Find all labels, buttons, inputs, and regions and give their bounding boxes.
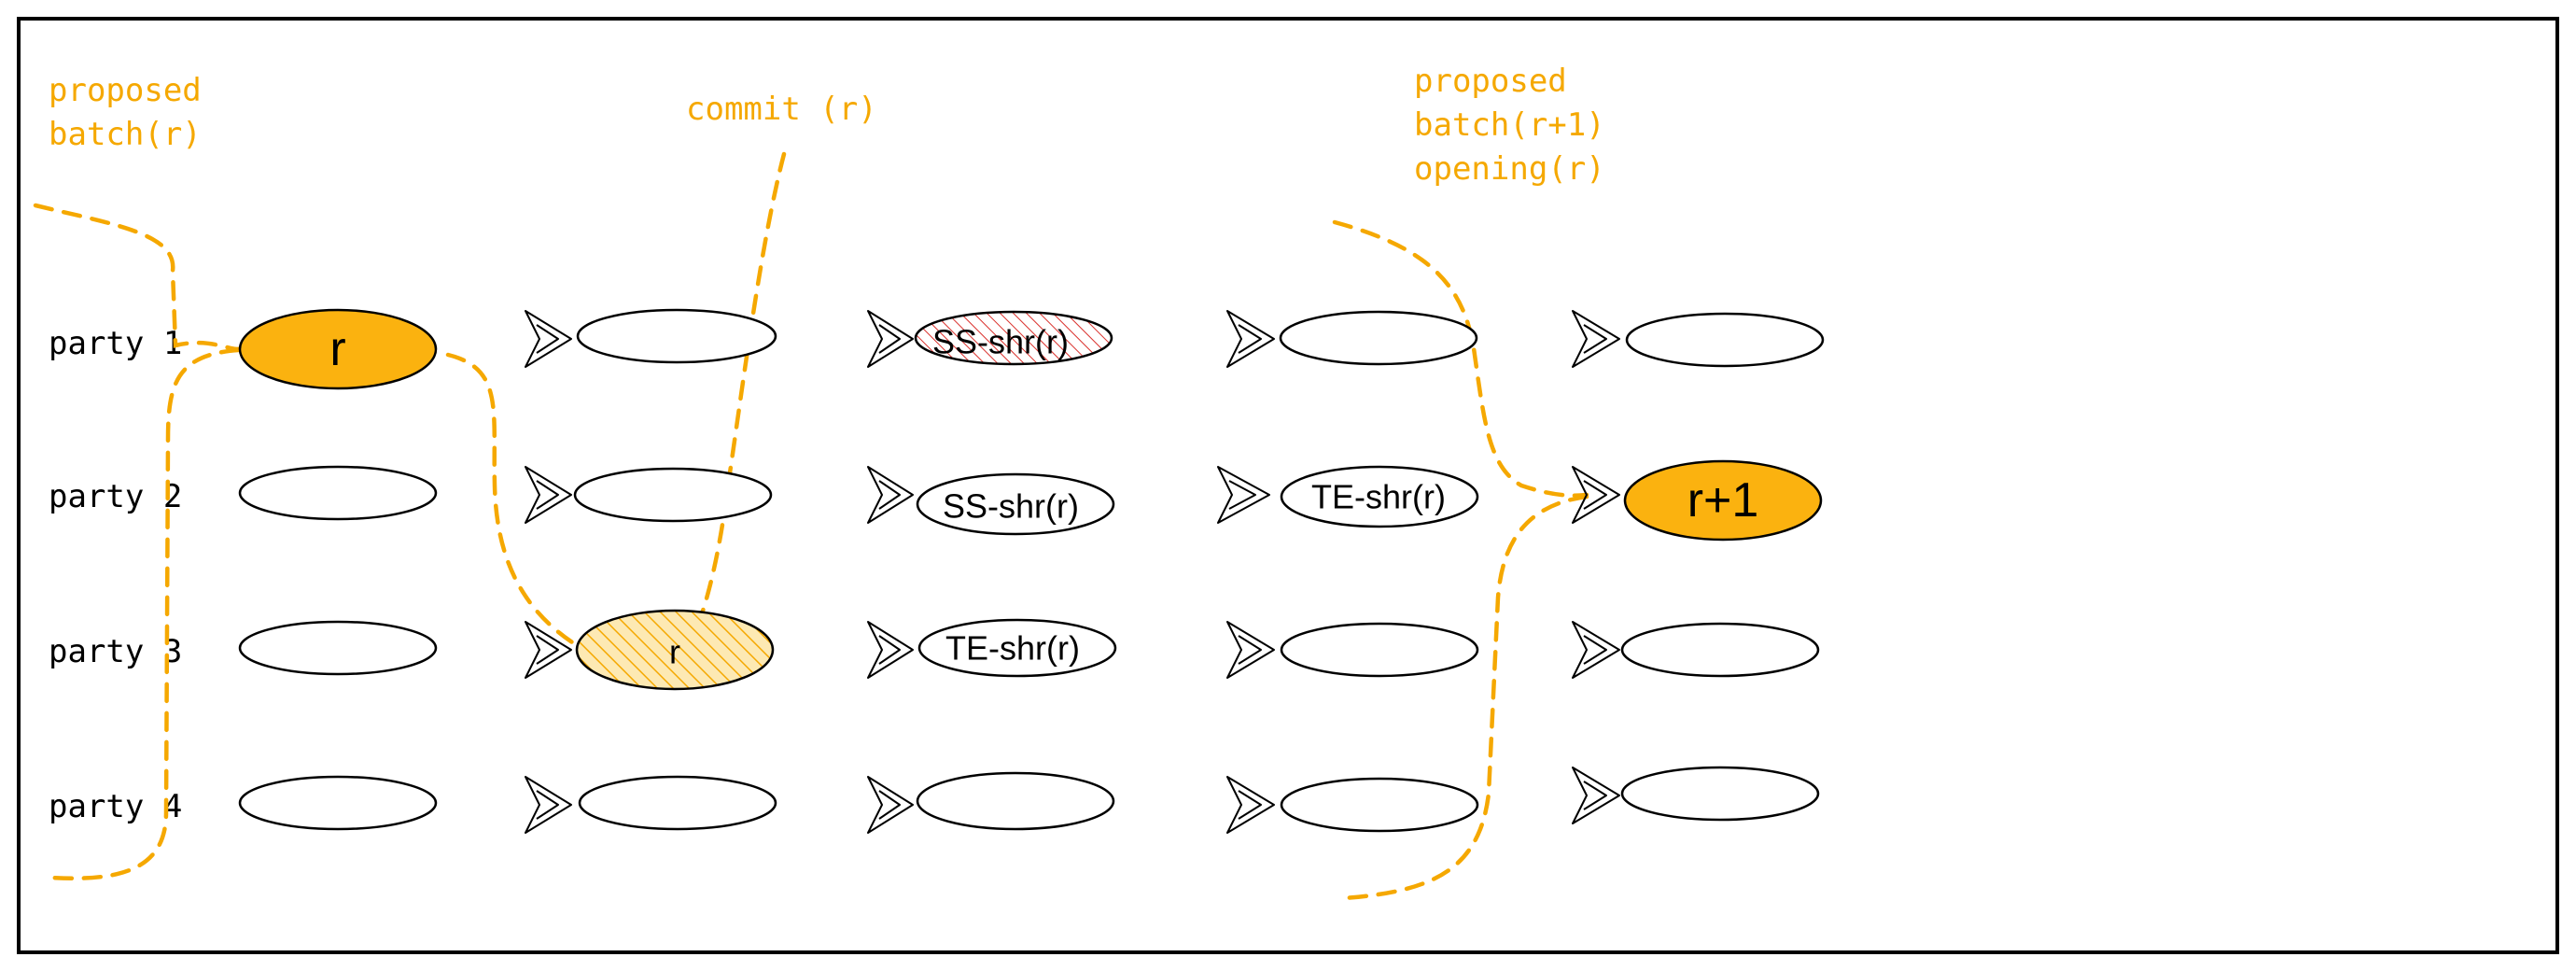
paper-plane-arrow-icon xyxy=(1572,767,1620,824)
node-p1-c2 xyxy=(576,308,777,364)
paper-plane-arrow-icon xyxy=(525,776,572,834)
node-label: SS-shr(r) xyxy=(932,323,1069,361)
annotation-line: batch(r+1) xyxy=(1414,106,1605,144)
paper-plane-arrow-icon xyxy=(867,310,914,368)
paper-plane-arrow-icon xyxy=(1572,310,1620,368)
party-4-label: party 4 xyxy=(49,788,182,825)
node-p3-c4 xyxy=(1280,622,1479,678)
node-ellipse xyxy=(916,472,1115,536)
dashed-flow-commit-to-p3 xyxy=(445,352,707,679)
annotation-commit-r: commit (r) xyxy=(686,91,877,128)
node-label: TE-shr(r) xyxy=(945,629,1080,668)
node-p2-c1 xyxy=(238,465,438,521)
node-p4-c4 xyxy=(1280,777,1479,833)
party-1-label: party 1 xyxy=(49,325,182,362)
annotation-line: commit (r) xyxy=(686,91,877,128)
paper-plane-arrow-icon xyxy=(867,466,914,524)
paper-plane-arrow-icon xyxy=(1572,621,1620,679)
annotation-line: proposed xyxy=(1414,63,1567,100)
node-label: SS-shr(r) xyxy=(943,487,1079,526)
diagram-frame xyxy=(17,17,2559,954)
paper-plane-arrow-icon xyxy=(867,621,914,679)
node-label: r+1 xyxy=(1687,473,1759,528)
node-p1-c5 xyxy=(1625,312,1825,368)
annotation-line: batch(r) xyxy=(49,116,202,153)
annotation-line: opening(r) xyxy=(1414,150,1605,188)
node-ellipse xyxy=(1280,465,1479,528)
node-ellipse xyxy=(1623,459,1823,542)
node-p3-c2: r xyxy=(575,609,775,691)
node-ellipse xyxy=(575,609,775,691)
node-ellipse xyxy=(917,618,1117,678)
dashed-flow-commit-r xyxy=(683,151,787,656)
paper-plane-arrow-icon xyxy=(1226,310,1275,368)
node-p2-c5: r+1 xyxy=(1623,459,1823,542)
party-2-label: party 2 xyxy=(49,478,182,515)
node-p2-c3: SS-shr(r) xyxy=(916,472,1115,536)
paper-plane-arrow-icon xyxy=(525,621,572,679)
node-p1-c4 xyxy=(1279,310,1478,366)
node-p1-c3: SS-shr(r) xyxy=(914,310,1113,366)
arrows xyxy=(525,310,1620,834)
node-p3-c5 xyxy=(1620,622,1820,678)
annotation-line: proposed xyxy=(49,72,202,109)
node-label: r xyxy=(329,322,345,376)
node-p1-c1: r xyxy=(238,308,438,390)
dashed-flow-batch-r1 xyxy=(1332,219,1589,901)
paper-plane-arrow-icon xyxy=(867,776,914,834)
node-p4-c2 xyxy=(578,775,777,831)
node-label: TE-shr(r) xyxy=(1311,478,1446,516)
node-p4-c5 xyxy=(1620,766,1820,822)
paper-plane-arrow-icon xyxy=(525,466,572,524)
paper-plane-arrow-icon xyxy=(525,310,572,368)
node-ellipse xyxy=(914,310,1113,366)
node-p3-c1 xyxy=(238,620,438,676)
node-p4-c3 xyxy=(916,771,1115,831)
node-ellipse xyxy=(238,308,438,390)
paper-plane-arrow-icon xyxy=(1572,466,1620,524)
paper-plane-arrow-icon xyxy=(1226,776,1275,834)
node-p3-c3: TE-shr(r) xyxy=(917,618,1117,678)
annotation-proposed-batch-r1: proposed batch(r+1) opening(r) xyxy=(1414,63,1605,188)
dashed-flow-batch-r xyxy=(33,203,247,880)
annotation-proposed-batch-r: proposed batch(r) xyxy=(49,72,202,153)
node-p4-c1 xyxy=(238,775,438,831)
paper-plane-arrow-icon xyxy=(1217,466,1270,524)
node-p2-c4: TE-shr(r) xyxy=(1280,465,1479,528)
node-label: r xyxy=(669,633,680,671)
node-p2-c2 xyxy=(573,467,773,523)
party-3-label: party 3 xyxy=(49,633,182,670)
paper-plane-arrow-icon xyxy=(1226,621,1275,679)
